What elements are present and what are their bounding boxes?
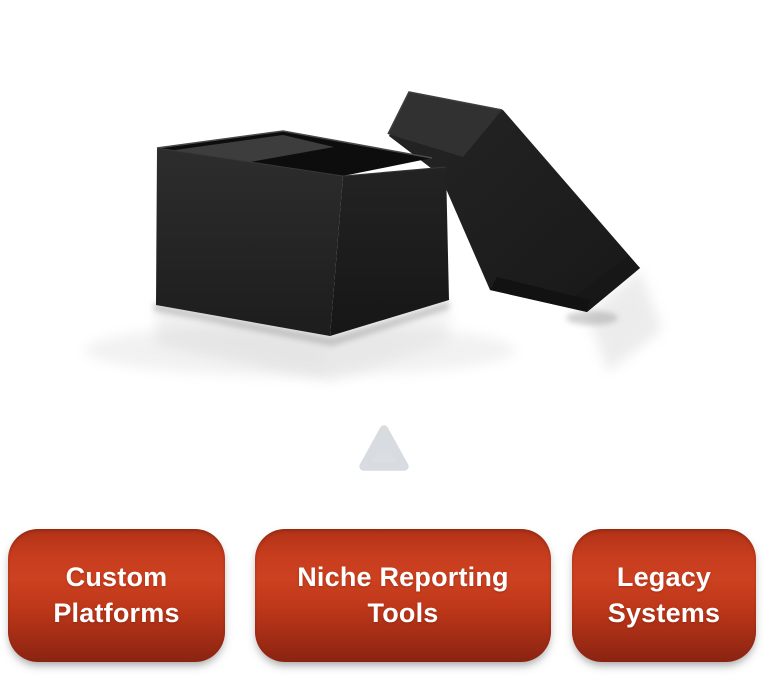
up-triangle-icon — [359, 425, 409, 471]
button-label: Legacy Systems — [607, 561, 721, 628]
button-label: Niche Reporting Tools — [297, 561, 509, 628]
box-lid — [387, 91, 640, 312]
button-label: Custom Platforms — [53, 561, 180, 628]
box-body — [156, 130, 449, 336]
button-legacy-systems[interactable]: Legacy Systems — [572, 529, 756, 662]
button-custom-platforms[interactable]: Custom Platforms — [8, 529, 225, 662]
floor-reflection — [85, 270, 662, 382]
button-niche-reporting-tools[interactable]: Niche Reporting Tools — [255, 529, 551, 662]
